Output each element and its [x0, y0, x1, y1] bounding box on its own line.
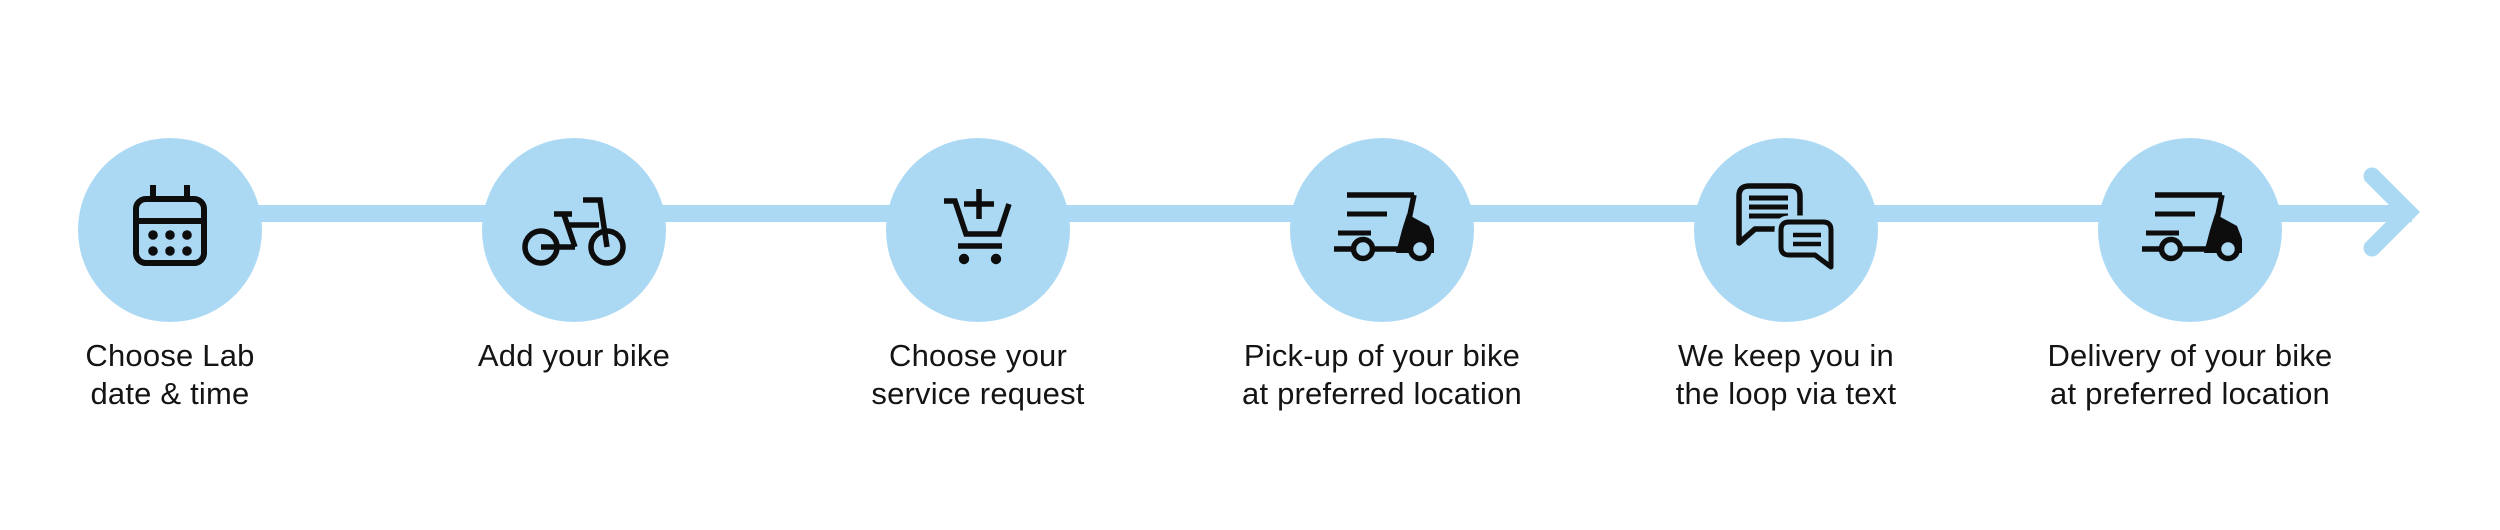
step-label: Delivery of your bike at preferred locat… [2047, 338, 2333, 411]
process-step-3: Choose your service request [780, 138, 1176, 413]
process-step-6: Delivery of your bike at preferred locat… [1992, 138, 2388, 413]
chat-messages-icon [1736, 183, 1836, 271]
cart-add-icon [944, 189, 1012, 265]
step-label: We keep you in the loop via text [1675, 338, 1897, 411]
process-step-5: We keep you in the loop via text [1588, 138, 1984, 413]
delivery-truck-icon [2142, 192, 2242, 262]
arrow-right-icon [2363, 167, 2421, 257]
delivery-truck-icon [1334, 192, 1434, 262]
bicycle-icon [522, 197, 626, 266]
step-label: Choose Lab date & time [85, 338, 255, 411]
step-circle [1290, 138, 1474, 322]
step-circle [2098, 138, 2282, 322]
step-circle [78, 138, 262, 322]
step-label: Pick-up of your bike at preferred locati… [1242, 338, 1522, 411]
step-circle [482, 138, 666, 322]
step-label: Choose your service request [871, 338, 1085, 411]
step-circle [1694, 138, 1878, 322]
calendar-icon [133, 185, 207, 266]
step-circle [886, 138, 1070, 322]
process-step-2: Add your bike [376, 138, 772, 375]
process-step-4: Pick-up of your bike at preferred locati… [1184, 138, 1580, 413]
process-step-1: Choose Lab date & time [0, 138, 368, 413]
step-label: Add your bike [477, 338, 671, 373]
